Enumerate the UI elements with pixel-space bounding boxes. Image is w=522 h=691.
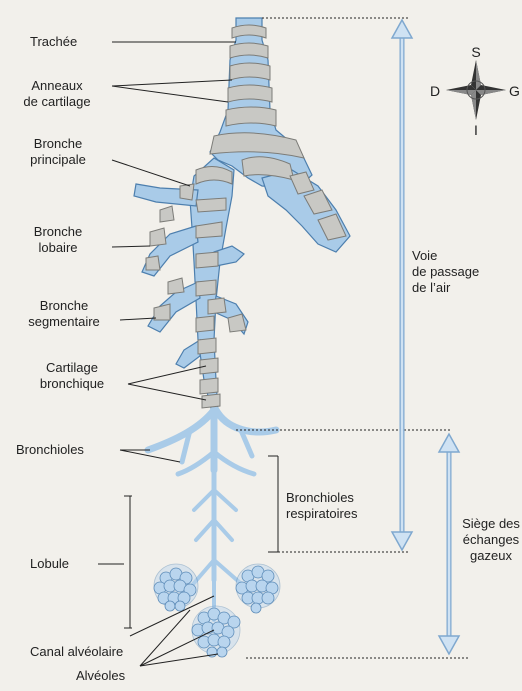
label-lobule: Lobule (30, 556, 69, 572)
alveoli-cluster-bottom (192, 606, 240, 657)
label-siege-line2: échanges (462, 532, 520, 548)
segmental-branch (176, 340, 200, 368)
compass-east-label: G (509, 83, 520, 99)
label-trachee: Trachée (30, 34, 77, 50)
label-bronche-principale: Bronche principale (30, 136, 86, 168)
compass-west-label: D (430, 83, 440, 99)
label-alveoles: Alvéoles (76, 668, 125, 684)
label-bronche-segmentaire-line1: Bronche (28, 298, 100, 314)
label-bronchioles: Bronchioles (16, 442, 84, 458)
label-bronche-lobaire-line1: Bronche (34, 224, 82, 240)
compass-north-label: S (471, 44, 480, 60)
label-cartilage-bronchique-line1: Cartilage (40, 360, 104, 376)
label-siege-line3: gazeux (462, 548, 520, 564)
label-canal-alveolaire: Canal alvéolaire (30, 644, 123, 660)
siege-arrow (439, 434, 459, 654)
label-bronche-principale-line1: Bronche (30, 136, 86, 152)
alveoli-clusters (154, 564, 280, 657)
label-bronchioles-resp-line1: Bronchioles (286, 490, 358, 506)
label-bronchioles-respiratoires: Bronchioles respiratoires (286, 490, 358, 522)
label-voie-line3: de l’air (412, 280, 479, 296)
compass-rose-icon (446, 60, 506, 120)
label-cartilage-bronchique: Cartilage bronchique (40, 360, 104, 392)
label-bronche-segmentaire-line2: segmentaire (28, 314, 100, 330)
label-anneaux-line1: Anneaux (23, 78, 90, 94)
label-siege-line1: Siège des (462, 516, 520, 532)
label-bronche-lobaire-line2: lobaire (34, 240, 82, 256)
label-cartilage-bronchique-line2: bronchique (40, 376, 104, 392)
label-bronche-segmentaire: Bronche segmentaire (28, 298, 100, 330)
label-voie-line1: Voie (412, 248, 479, 264)
label-siege-echanges: Siège des échanges gazeux (462, 516, 520, 564)
label-bronchioles-resp-line2: respiratoires (286, 506, 358, 522)
alveoli-cluster-left (154, 564, 198, 611)
voie-arrow (392, 20, 412, 550)
label-voie-passage-air: Voie de passage de l’air (412, 248, 479, 296)
label-bronche-lobaire: Bronche lobaire (34, 224, 82, 256)
label-voie-line2: de passage (412, 264, 479, 280)
compass-south-label: I (474, 122, 478, 138)
label-bronche-principale-line2: principale (30, 152, 86, 168)
label-anneaux-line2: de cartilage (23, 94, 90, 110)
label-anneaux-cartilage: Anneaux de cartilage (23, 78, 90, 110)
alveoli-cluster-right (236, 564, 280, 613)
